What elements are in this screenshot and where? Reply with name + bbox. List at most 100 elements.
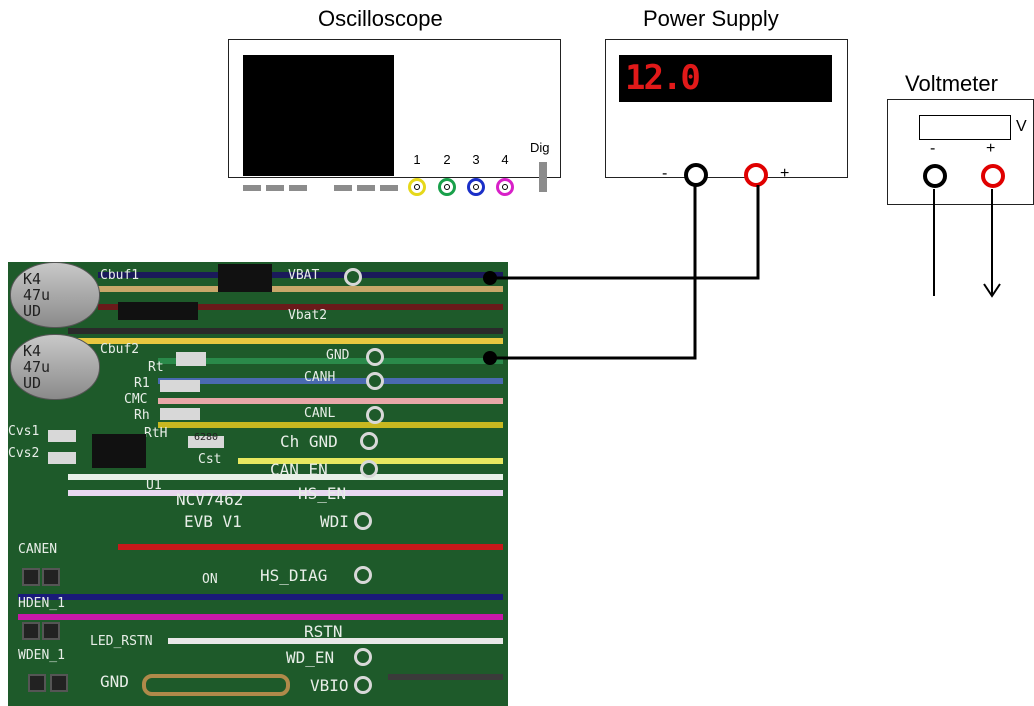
gnd-wire-loop bbox=[142, 674, 290, 696]
capacitor-marking: K4 47u UD bbox=[23, 270, 51, 320]
glitch-stripe bbox=[388, 674, 503, 680]
jumper-pin[interactable] bbox=[50, 674, 68, 692]
power-supply-readout: 12.0 bbox=[625, 58, 701, 98]
silk-vbio: VBIO bbox=[310, 676, 349, 695]
silk-wdi: WDI bbox=[320, 512, 349, 531]
smd-cap bbox=[48, 452, 76, 464]
test-point-pad[interactable] bbox=[344, 268, 362, 286]
silk-hden: HDEN_1 bbox=[18, 596, 65, 611]
silk-canh: CANH bbox=[304, 370, 336, 385]
scope-key[interactable] bbox=[243, 185, 261, 191]
silk-u1: U1 bbox=[146, 478, 162, 493]
silk-canl: CANL bbox=[304, 406, 336, 421]
ic-chip bbox=[218, 264, 272, 292]
capacitor-cbuf2: K4 47u UD bbox=[10, 334, 100, 400]
resistor-code: 6280 bbox=[194, 432, 219, 443]
test-point-pad[interactable] bbox=[360, 432, 378, 450]
glitch-stripe bbox=[68, 338, 503, 344]
scope-key[interactable] bbox=[334, 185, 352, 191]
glitch-stripe bbox=[68, 490, 503, 496]
jumper-pin[interactable] bbox=[42, 622, 60, 640]
digital-label: Dig bbox=[530, 140, 550, 155]
scope-key[interactable] bbox=[289, 185, 307, 191]
silk-on: ON bbox=[202, 572, 218, 587]
channel-4-label: 4 bbox=[501, 152, 509, 167]
voltmeter-positive-terminal[interactable] bbox=[981, 164, 1005, 188]
silk-cbuf2: Cbuf2 bbox=[100, 342, 140, 357]
silk-rstn: RSTN bbox=[304, 622, 343, 641]
voltmeter: V - + bbox=[887, 99, 1034, 205]
smd-resistor bbox=[188, 436, 224, 448]
glitch-stripe bbox=[68, 328, 503, 334]
scope-key[interactable] bbox=[380, 185, 398, 191]
silk-ch-gnd: Ch GND bbox=[280, 432, 338, 451]
silk-hs-diag: HS_DIAG bbox=[260, 566, 328, 585]
test-point-pad[interactable] bbox=[360, 460, 378, 478]
test-point-pad[interactable] bbox=[366, 348, 384, 366]
plus-label: + bbox=[780, 165, 790, 182]
silk-can-en: CAN_EN bbox=[270, 460, 328, 479]
scope-key[interactable] bbox=[357, 185, 375, 191]
test-point-pad[interactable] bbox=[366, 406, 384, 424]
ic-chip bbox=[118, 302, 198, 320]
minus-label: - bbox=[662, 165, 668, 182]
glitch-stripe bbox=[158, 398, 503, 404]
glitch-stripe bbox=[158, 358, 503, 364]
positive-terminal[interactable] bbox=[744, 163, 768, 187]
channel-2-label: 2 bbox=[443, 152, 451, 167]
silk-evb: EVB V1 bbox=[184, 512, 242, 531]
digital-port[interactable] bbox=[539, 162, 547, 192]
silk-cst: Cst bbox=[198, 452, 222, 467]
test-point-pad[interactable] bbox=[354, 512, 372, 530]
voltmeter-display bbox=[919, 115, 1011, 140]
jumper-pin[interactable] bbox=[22, 622, 40, 640]
glitch-stripe bbox=[158, 378, 503, 384]
glitch-stripe bbox=[168, 638, 503, 644]
silk-r1: R1 bbox=[134, 376, 150, 391]
silk-rt: Rt bbox=[148, 360, 164, 375]
channel-2-jack-icon[interactable] bbox=[438, 178, 456, 196]
glitch-stripe bbox=[68, 474, 503, 480]
channel-1-jack-icon[interactable] bbox=[408, 178, 426, 196]
oscilloscope-screen bbox=[243, 55, 394, 176]
silk-canen: CANEN bbox=[18, 542, 58, 557]
wire-positive bbox=[490, 185, 760, 280]
silk-hs-en: HS_EN bbox=[298, 484, 347, 503]
silk-cmc: CMC bbox=[124, 392, 148, 407]
glitch-stripe bbox=[118, 544, 503, 550]
scope-key[interactable] bbox=[266, 185, 284, 191]
channel-3-jack-icon[interactable] bbox=[467, 178, 485, 196]
smd-resistor bbox=[160, 408, 200, 420]
ic-chip bbox=[92, 434, 146, 468]
silk-cvs2: Cvs2 bbox=[8, 446, 40, 461]
wire-node-vbat bbox=[483, 271, 497, 285]
oscilloscope: 1 2 3 4 Dig bbox=[228, 39, 561, 196]
test-point-pad[interactable] bbox=[354, 676, 372, 694]
test-point-pad[interactable] bbox=[366, 372, 384, 390]
smd-cap bbox=[48, 430, 76, 442]
plus-label: + bbox=[986, 140, 996, 157]
arrow-down-icon bbox=[983, 283, 1001, 298]
test-point-pad[interactable] bbox=[354, 648, 372, 666]
silk-wd-en: WD_EN bbox=[286, 648, 335, 667]
silk-vbat2: Vbat2 bbox=[288, 308, 328, 323]
minus-label: - bbox=[930, 140, 936, 157]
silk-vbat: VBAT bbox=[288, 268, 320, 283]
jumper-pin[interactable] bbox=[22, 568, 40, 586]
wire-node-gnd bbox=[483, 351, 497, 365]
voltmeter-negative-terminal[interactable] bbox=[923, 164, 947, 188]
test-point-pad[interactable] bbox=[354, 566, 372, 584]
smd-resistor bbox=[160, 380, 200, 392]
jumper-pin[interactable] bbox=[42, 568, 60, 586]
capacitor-marking: K4 47u UD bbox=[23, 342, 51, 392]
channel-4-jack-icon[interactable] bbox=[496, 178, 514, 196]
silk-gnd-top: GND bbox=[326, 348, 350, 363]
power-supply: 12.0 - + bbox=[605, 39, 848, 187]
channel-3-label: 3 bbox=[472, 152, 480, 167]
jumper-pin[interactable] bbox=[28, 674, 46, 692]
power-supply-display: 12.0 bbox=[619, 55, 832, 102]
silk-rth: RtH bbox=[144, 426, 168, 441]
smd-resistor bbox=[176, 352, 206, 366]
evb-board: K4 47u UD K4 47u UD Cbuf1 VBAT Vbat2 Cbu… bbox=[8, 262, 508, 706]
